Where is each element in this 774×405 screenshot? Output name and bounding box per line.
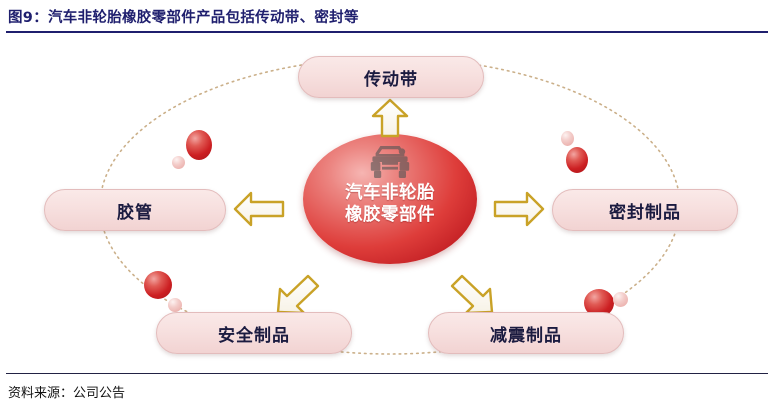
node-label: 密封制品 [609,202,681,223]
node-transmission-belt[interactable]: 传动带 [298,56,484,98]
decor-sphere [561,131,574,146]
arrow-left-icon [233,191,285,227]
arrow-down-left-icon [276,274,320,315]
node-rubber-hose[interactable]: 胶管 [44,189,226,231]
node-label: 减震制品 [490,325,562,346]
arrow-right-icon [493,191,545,227]
decor-sphere [172,156,185,169]
arrow-up-icon [371,98,409,138]
node-safety-products[interactable]: 安全制品 [156,312,352,354]
decor-sphere [144,271,172,299]
node-label: 传动带 [364,69,418,90]
footer-divider [6,373,768,374]
decor-sphere [168,298,182,312]
title-divider [6,31,768,33]
node-label: 安全制品 [218,325,290,346]
node-damping-products[interactable]: 减震制品 [428,312,624,354]
arrow-down-right-icon [450,274,494,315]
decor-sphere [613,292,628,307]
node-sealing-products[interactable]: 密封制品 [552,189,738,231]
hub-label-line1: 汽车非轮胎 [345,183,435,203]
diagram-canvas: 汽车非轮胎 橡胶零部件 传动带 胶管 密封制品 安全制品 减震制品 [0,34,774,372]
car-icon [370,146,410,178]
center-hub[interactable]: 汽车非轮胎 橡胶零部件 [303,134,477,264]
decor-sphere [186,130,212,160]
hub-label-line2: 橡胶零部件 [345,204,435,225]
decor-sphere [566,147,588,173]
figure-source: 资料来源：公司公告 [8,386,126,401]
node-label: 胶管 [117,202,153,223]
figure-title: 图9：汽车非轮胎橡胶零部件产品包括传动带、密封等 [8,10,359,26]
